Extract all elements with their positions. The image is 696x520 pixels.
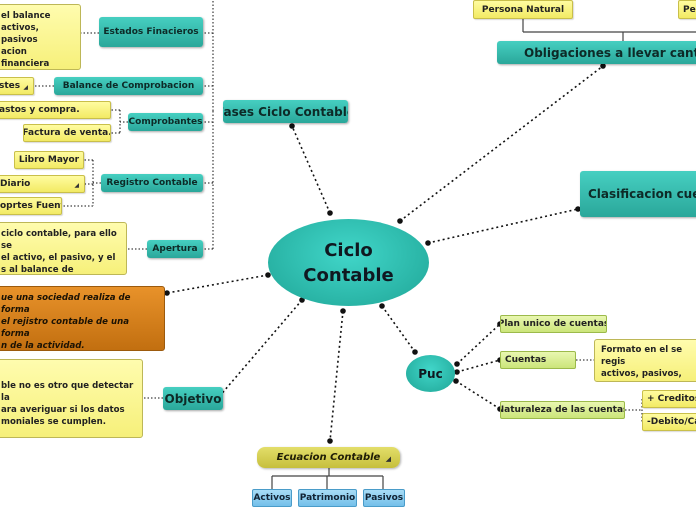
debito-topic[interactable]: -Debito/Ca <box>642 413 696 431</box>
link-puc-naturaleza <box>455 380 501 410</box>
cuentas-label: Cuentas <box>505 355 547 365</box>
fases-label: Fases Ciclo Contable <box>223 104 348 119</box>
ecuacion-contable-label: Ecuacion Contable <box>276 452 381 463</box>
persona-juridica-label: Per <box>683 4 696 15</box>
apertura-topic[interactable]: Apertura <box>147 240 203 258</box>
plan-unico-label: Plan unico de cuentas <box>500 319 607 329</box>
objetivo-note-text: ble no es otro que detectar la ara averi… <box>1 381 134 427</box>
link-center-definition <box>166 274 269 294</box>
objetivo-label: Objetivo <box>164 391 222 406</box>
gastos-compra-topic[interactable]: astos y compra. <box>0 101 111 119</box>
estados-financieros-note[interactable]: el balance activos, pasivos acion financ… <box>0 4 81 70</box>
link-puc-cuentas <box>456 359 501 373</box>
central-topic-ciclo-contable[interactable]: Ciclo Contable <box>268 219 429 306</box>
link-center-puc <box>381 305 416 353</box>
link-center-fases <box>291 125 331 214</box>
link-puc-plan <box>456 323 501 365</box>
factura-venta-topic[interactable]: Factura de venta. <box>23 124 111 142</box>
pasivos-label: Pasivos <box>364 493 404 503</box>
balance-comprobacion-topic[interactable]: Balance de Comprobacion <box>54 77 203 95</box>
apertura-note[interactable]: ciclo contable, para ello se el activo, … <box>0 222 127 275</box>
collapse-caret-icon[interactable]: ◢ <box>385 455 391 463</box>
soportes-fuente-topic[interactable]: oprtes Fuente <box>0 197 62 215</box>
patrimonio-label: Patrimonio <box>299 493 356 503</box>
estados-note-text: el balance activos, pasivos acion financ… <box>1 11 51 69</box>
balance-comprobacion-label: Balance de Comprobacion <box>62 81 195 91</box>
pasivos-topic[interactable]: Pasivos <box>363 489 405 507</box>
cuentas-note-text: Formato en el se regis activos, pasivos,… <box>601 345 683 379</box>
cuentas-note[interactable]: Formato en el se regis activos, pasivos,… <box>594 339 696 382</box>
libro-mayor-label: Libro Mayor <box>18 155 80 165</box>
link-center-ecuacion <box>329 310 344 442</box>
plan-unico-cuentas-topic[interactable]: Plan unico de cuentas <box>500 315 607 333</box>
estados-financieros-label: Estados Finacieros <box>103 27 199 37</box>
registro-contable-topic[interactable]: Registro Contable <box>101 174 203 192</box>
clasificacion-label: Clasificacion cuent <box>588 187 696 201</box>
naturaleza-cuentas-topic[interactable]: Naturaleza de las cuentas <box>500 401 625 419</box>
link-center-objetivo <box>217 299 303 399</box>
ecuacion-contable-topic[interactable]: Ecuacion Contable ◢ <box>257 447 400 468</box>
activos-label: Activos <box>253 493 291 503</box>
factura-venta-label: Factura de venta. <box>23 128 111 138</box>
puc-label: Puc <box>418 366 443 381</box>
ajustes-topic[interactable]: stes ◢ <box>0 77 34 95</box>
definition-note-text: ue una sociedad realiza de forma el reji… <box>1 293 131 351</box>
libro-mayor-topic[interactable]: Libro Mayor <box>14 151 84 169</box>
fases-ciclo-contable-topic[interactable]: Fases Ciclo Contable <box>223 100 348 123</box>
gastos-compra-label: astos y compra. <box>0 105 80 115</box>
puc-topic[interactable]: Puc <box>406 355 455 392</box>
naturaleza-label: Naturaleza de las cuentas <box>500 405 625 415</box>
debito-label: -Debito/Ca <box>647 417 696 427</box>
creditos-topic[interactable]: + Creditos/ <box>642 390 696 408</box>
apertura-note-text: ciclo contable, para ello se el activo, … <box>1 229 117 275</box>
apertura-label: Apertura <box>152 244 198 254</box>
ajustes-label: stes <box>0 81 21 91</box>
comprobantes-label: Comprobantes <box>128 117 203 127</box>
patrimonio-topic[interactable]: Patrimonio <box>298 489 357 507</box>
estados-financieros-topic[interactable]: Estados Finacieros <box>99 17 203 47</box>
center-line2: Contable <box>303 264 394 286</box>
definition-note[interactable]: ue una sociedad realiza de forma el reji… <box>0 286 165 351</box>
clasificacion-cuentas-topic[interactable]: Clasificacion cuent <box>580 171 696 217</box>
cuentas-topic[interactable]: Cuentas <box>500 351 576 369</box>
soportes-fuente-label: oprtes Fuente <box>0 201 61 211</box>
diario-topic[interactable]: Diario ◢ <box>0 175 85 193</box>
persona-natural-topic[interactable]: Persona Natural <box>473 0 573 19</box>
objetivo-topic[interactable]: Objetivo <box>163 387 223 410</box>
diario-label: Diario <box>0 179 31 189</box>
persona-juridica-topic[interactable]: Per <box>678 0 696 19</box>
obligaciones-topic[interactable]: Obligaciones a llevar cantabili <box>497 41 696 64</box>
comprobantes-topic[interactable]: Comprobantes <box>128 113 203 131</box>
link-center-clasificacion <box>427 208 579 244</box>
creditos-label: + Creditos/ <box>647 394 696 404</box>
link-center-obligaciones <box>399 65 604 222</box>
center-line1: Ciclo <box>324 239 373 261</box>
obligaciones-label: Obligaciones a llevar cantabili <box>524 45 696 60</box>
registro-contable-label: Registro Contable <box>106 178 198 188</box>
collapse-caret-icon[interactable]: ◢ <box>74 182 79 189</box>
collapse-caret-icon[interactable]: ◢ <box>23 84 28 91</box>
persona-natural-label: Persona Natural <box>481 4 565 15</box>
activos-topic[interactable]: Activos <box>252 489 292 507</box>
objetivo-note[interactable]: ble no es otro que detectar la ara averi… <box>0 359 143 438</box>
